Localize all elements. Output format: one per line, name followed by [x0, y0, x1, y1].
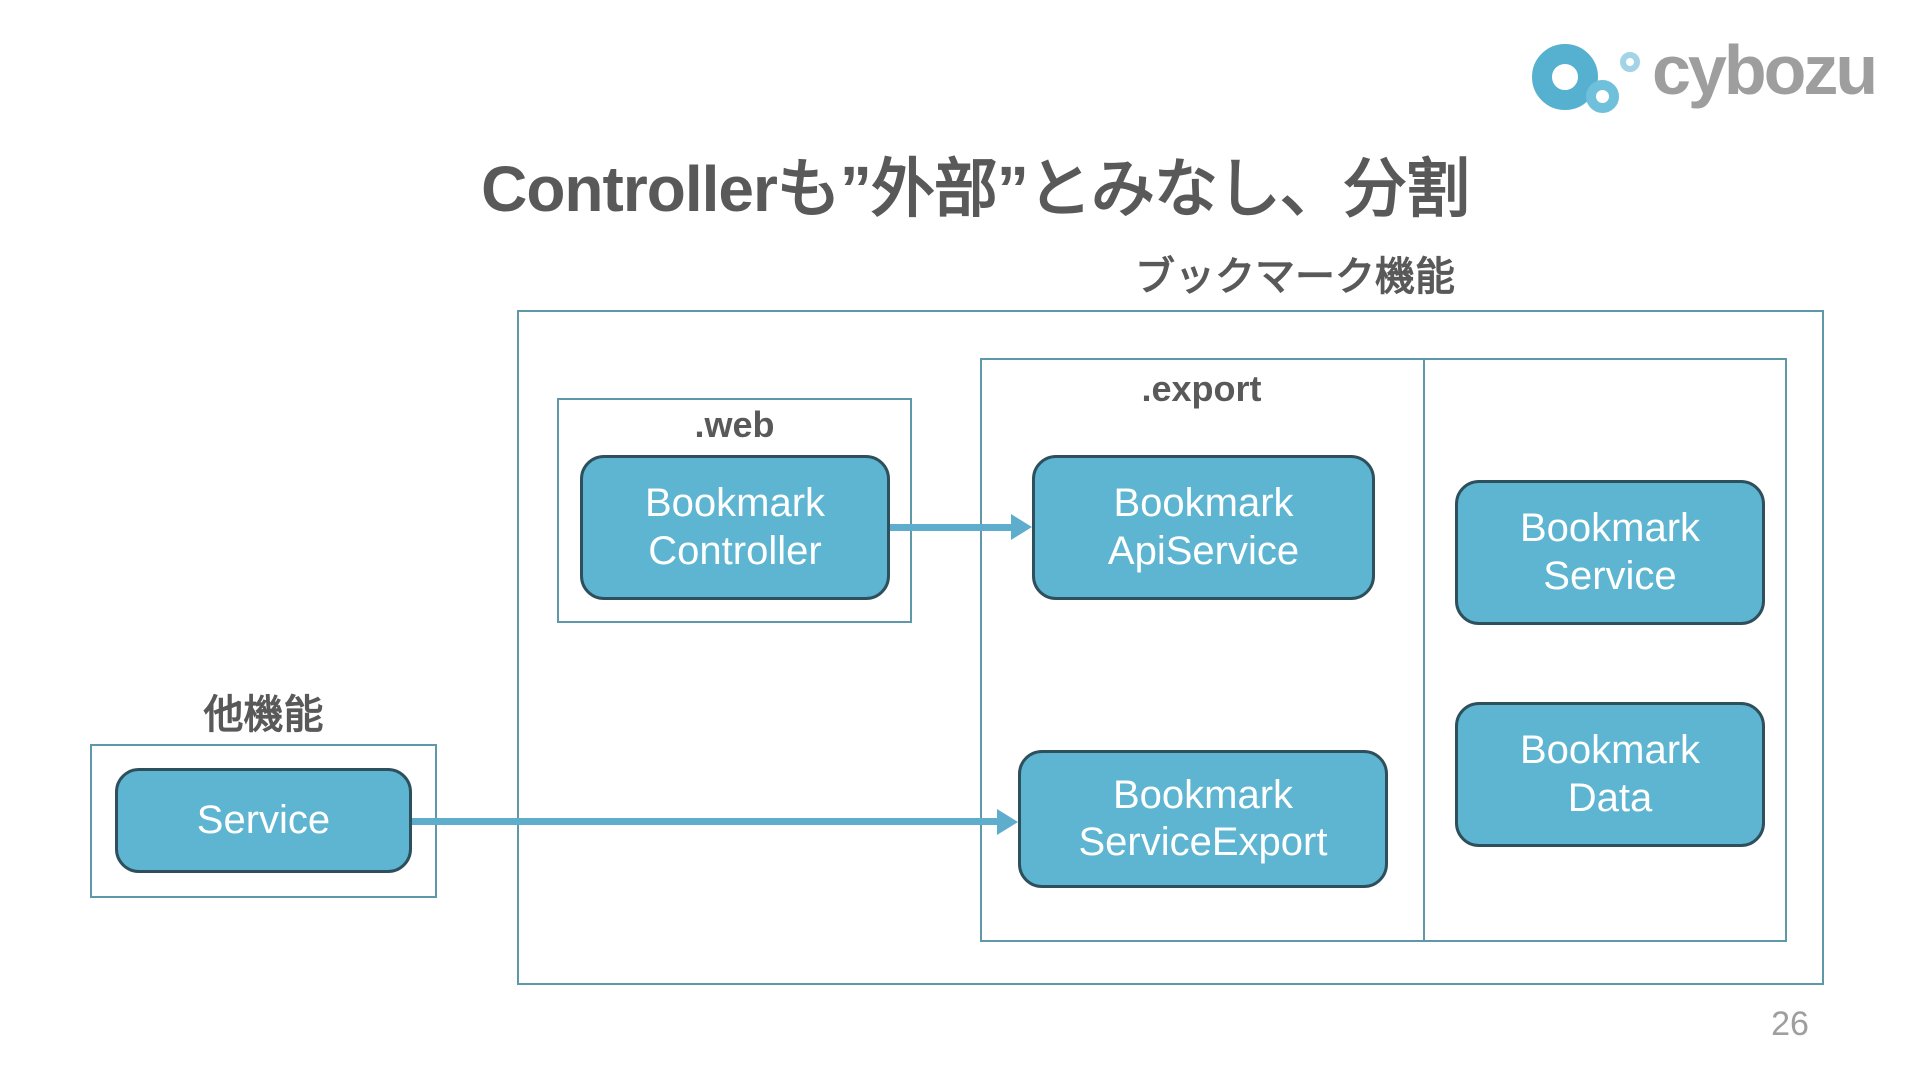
logo-circle-small-icon — [1620, 52, 1640, 72]
export-package-divider — [1423, 358, 1425, 942]
node-bookmark-data: Bookmark Data — [1455, 702, 1765, 847]
arrow-line — [890, 524, 1011, 531]
bookmark-feature-label: ブックマーク機能 — [1135, 255, 1455, 299]
arrow-line — [412, 818, 997, 825]
arrow-head-icon — [997, 809, 1018, 835]
node-bookmark-controller: Bookmark Controller — [580, 455, 890, 600]
web-package-box — [557, 398, 912, 623]
node-bookmark-service-export: Bookmark ServiceExport — [1018, 750, 1388, 888]
node-bookmark-api-service: Bookmark ApiService — [1032, 455, 1375, 600]
slide-title: Controllerも”外部”とみなし、分割 — [481, 153, 1470, 225]
arrow-head-icon — [1011, 514, 1032, 540]
node-service: Service — [115, 768, 412, 873]
bookmark-feature-box — [517, 310, 1824, 985]
web-package-label: .web — [694, 404, 775, 445]
page-number: 26 — [1771, 1005, 1809, 1043]
logo-text: cybozu — [1652, 31, 1878, 109]
export-package-label: .export — [1141, 368, 1262, 409]
logo-circle-medium-icon — [1586, 80, 1619, 113]
node-bookmark-service: Bookmark Service — [1455, 480, 1765, 625]
other-feature-label: 他機能 — [203, 693, 324, 737]
export-package-box — [980, 358, 1787, 942]
